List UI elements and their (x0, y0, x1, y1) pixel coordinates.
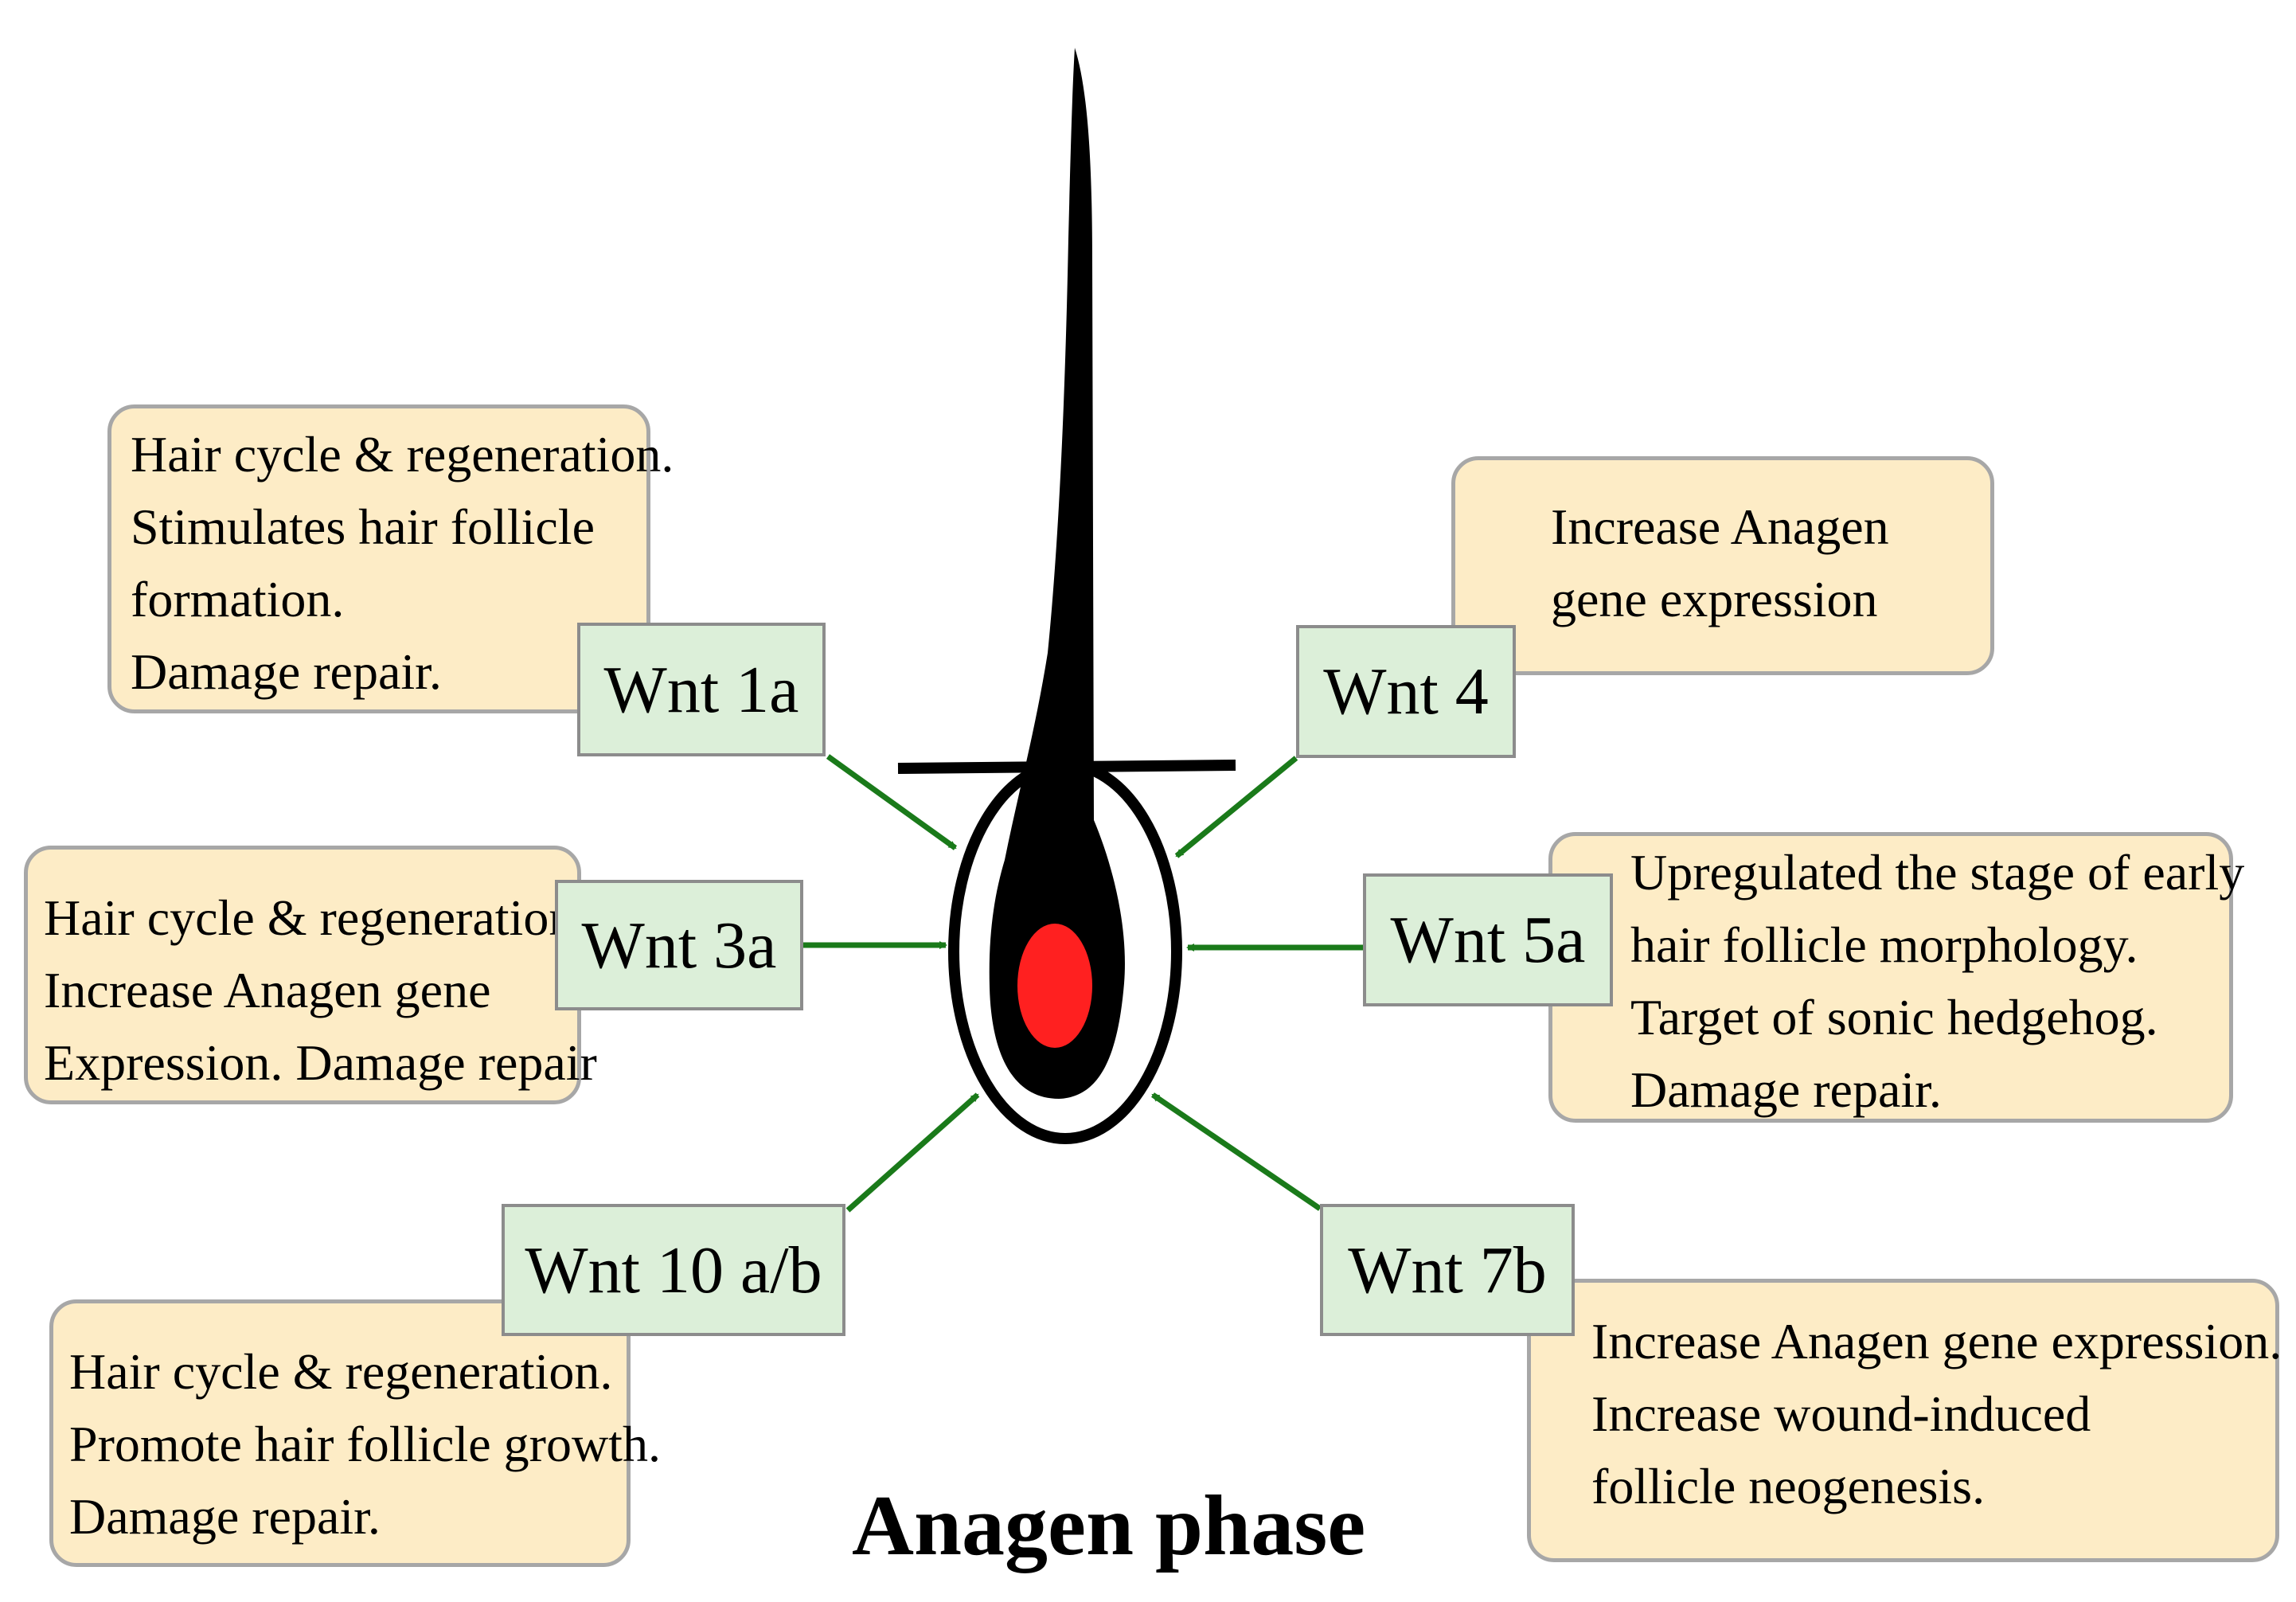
description-line: gene expression (1551, 571, 1878, 627)
wnt-label-7b: Wnt 7b (1320, 1204, 1575, 1336)
description-line: Damage repair. (131, 643, 442, 700)
description-line: Increase Anagen gene (44, 962, 491, 1018)
arrow-wnt10ab (845, 1092, 980, 1213)
wnt-label-3a: Wnt 3a (555, 880, 803, 1010)
description-line: Stimulates hair follicle (131, 498, 595, 555)
description-line: formation. (131, 571, 345, 627)
description-box-wnt7b: Increase Anagen gene expression. Increas… (1527, 1279, 2282, 1562)
description-line: Hair cycle & regeneration. (69, 1343, 613, 1400)
description-line: follicle neogenesis. (1591, 1458, 1986, 1514)
arrow-wnt7b (1151, 1092, 1322, 1211)
wnt-label-5a: Wnt 5a (1363, 873, 1613, 1006)
description-box-wnt5a: Upregulated the stage of early hair foll… (1548, 832, 2245, 1123)
description-line: Increase Anagen gene expression. (1591, 1313, 2282, 1370)
diagram-title: Anagen phase (852, 1479, 1366, 1573)
description-line: Damage repair. (1630, 1061, 1942, 1118)
wnt-label-10ab: Wnt 10 a/b (502, 1204, 845, 1336)
description-box-wnt4: Increase Anagen gene expression (1451, 456, 1994, 675)
description-line: hair follicle morphology. (1630, 916, 2138, 973)
dermal-papilla (1017, 924, 1092, 1048)
description-line: Increase Anagen (1551, 498, 1889, 555)
description-line: Damage repair. (69, 1488, 381, 1545)
description-box-wnt1a: Hair cycle & regeneration. Stimulates ha… (107, 404, 674, 713)
description-line: Target of sonic hedgehog. (1630, 989, 2158, 1045)
arrow-wnt4 (1174, 756, 1298, 858)
description-line: Hair cycle & regeneration. (131, 426, 674, 483)
skin-surface-line (897, 760, 1236, 774)
description-line: Expression. Damage repair (44, 1034, 597, 1091)
description-line: Upregulated the stage of early (1630, 844, 2245, 901)
wnt-label-1a: Wnt 1a (577, 623, 826, 756)
description-box-wnt10ab: Hair cycle & regeneration. Promote hair … (49, 1299, 661, 1567)
hair-shaft (989, 48, 1125, 1099)
description-box-wnt3a: Hair cycle & regeneration. Increase Anag… (24, 846, 597, 1104)
description-line: Increase wound-induced (1591, 1385, 2091, 1442)
arrow-wnt1a (826, 754, 958, 850)
wnt-label-4: Wnt 4 (1296, 625, 1516, 758)
description-line: Hair cycle & regeneration. (44, 889, 588, 946)
description-line: Promote hair follicle growth. (69, 1416, 661, 1472)
